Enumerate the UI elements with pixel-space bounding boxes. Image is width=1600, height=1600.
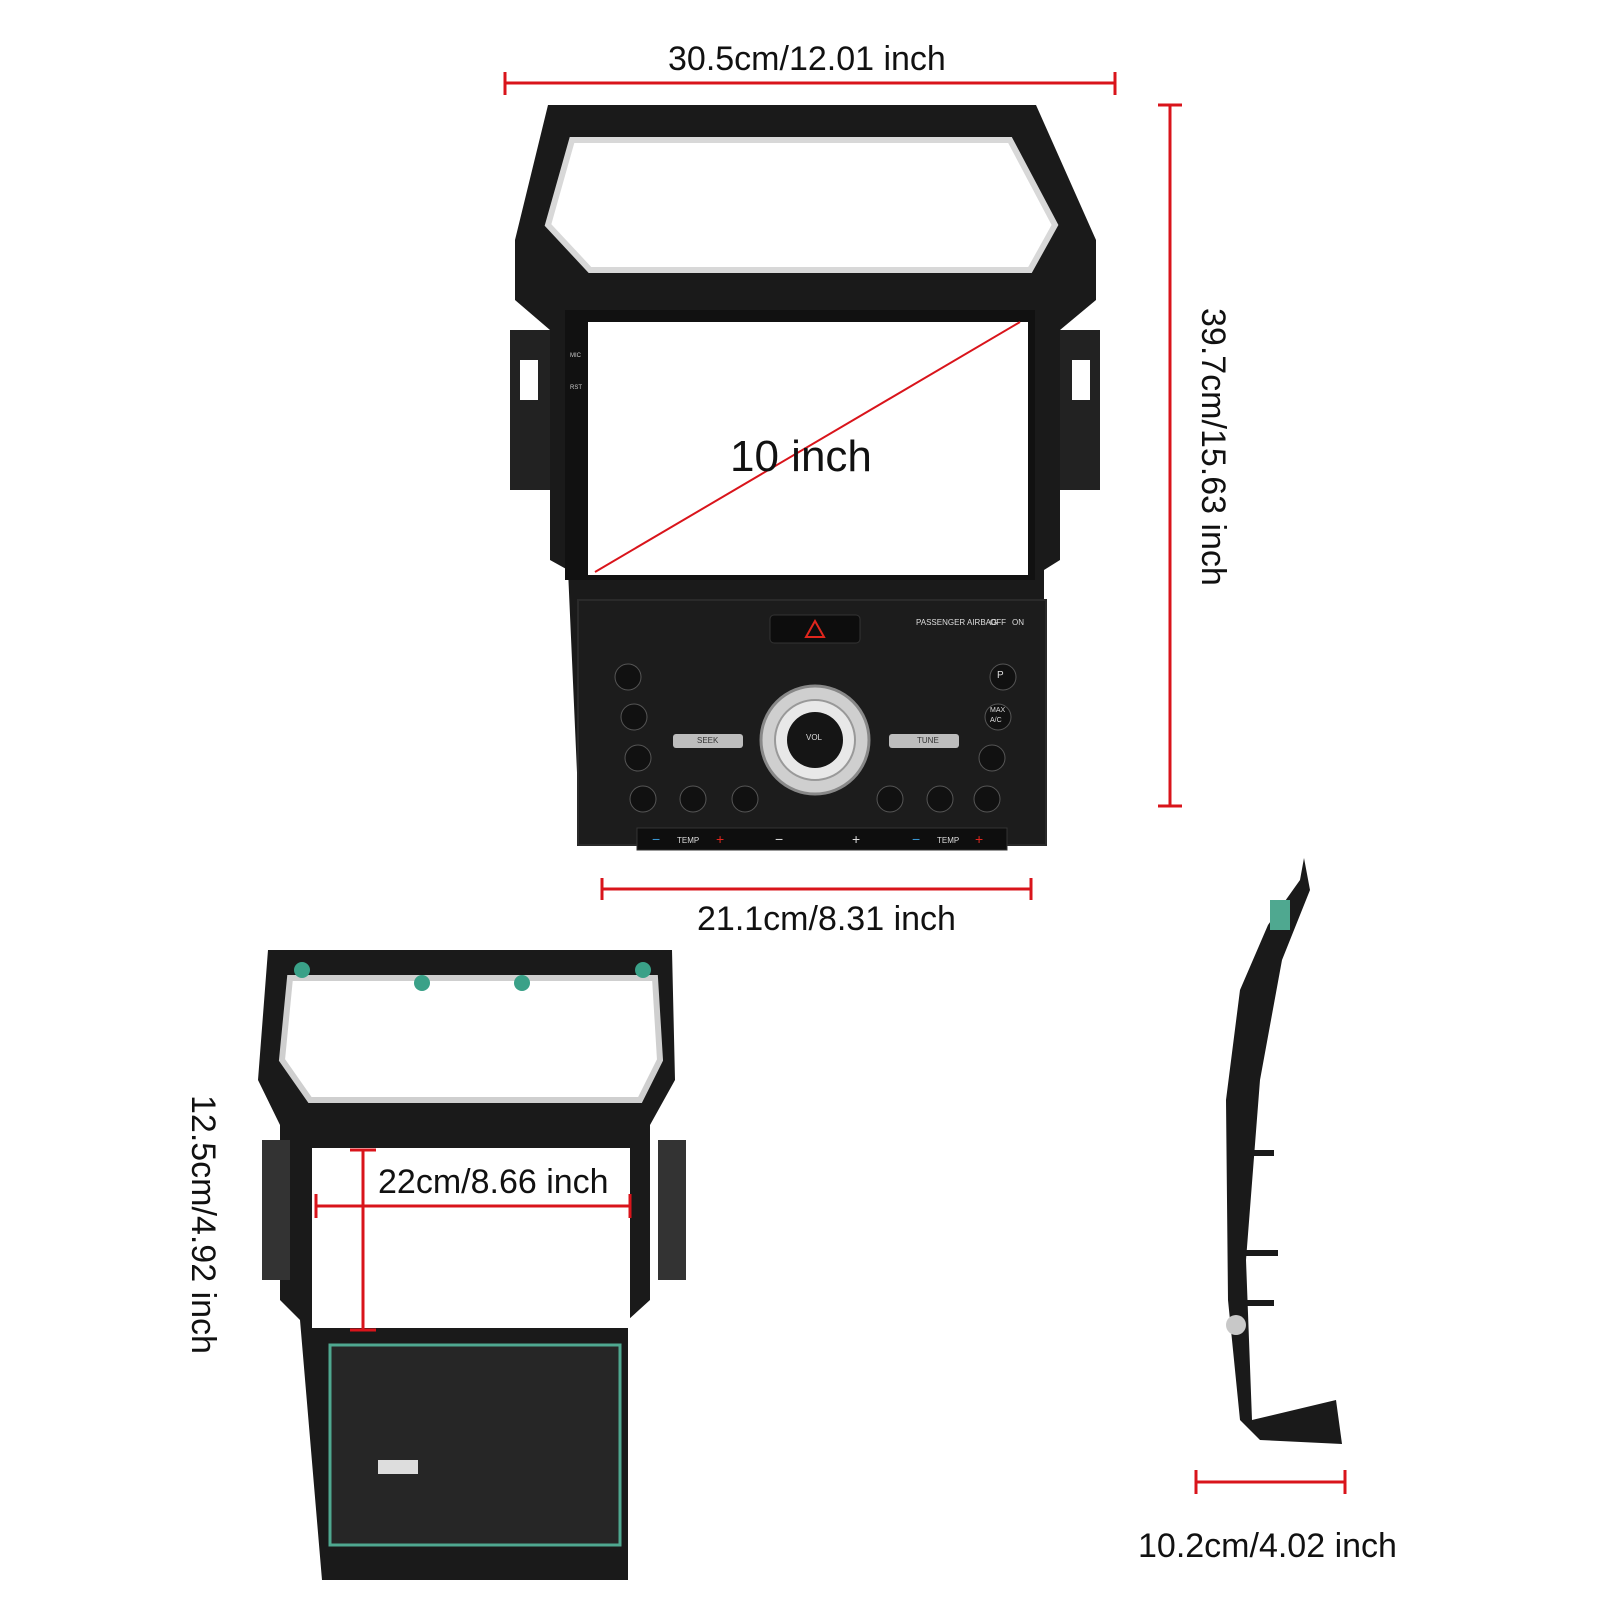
mic-label: MIC	[570, 353, 581, 359]
side-view	[1226, 858, 1342, 1444]
temp-left-label: TEMP	[677, 836, 700, 845]
seat-heat-button[interactable]	[629, 785, 657, 813]
airbag-off-label: OFF	[990, 618, 1006, 627]
p-label: P	[997, 670, 1004, 681]
back-height-label: 12.5cm/4.92 inch	[184, 1095, 222, 1354]
tune-label: TUNE	[917, 736, 939, 745]
temp-left-plus[interactable]: +	[716, 831, 724, 847]
camera-button[interactable]	[614, 663, 642, 691]
back-button[interactable]	[731, 785, 759, 813]
screen-diag-label: 10 inch	[730, 432, 872, 481]
height-label: 39.7cm/15.63 inch	[1194, 308, 1232, 586]
ac-label: A/C	[990, 717, 1002, 724]
depth-label: 10.2cm/4.02 inch	[1138, 1527, 1397, 1565]
seek-label: SEEK	[697, 736, 719, 745]
top-width-dim-line	[503, 72, 1117, 95]
park-button[interactable]	[989, 663, 1017, 691]
tune-bar[interactable]	[889, 734, 959, 748]
temp-left-minus[interactable]: −	[652, 831, 660, 847]
fan-plus[interactable]: +	[852, 831, 860, 847]
temp-right-label: TEMP	[937, 836, 960, 845]
back-view-frame	[258, 950, 686, 1580]
media-button[interactable]	[679, 785, 707, 813]
height-dim-line	[1158, 103, 1182, 808]
hazard-button[interactable]	[769, 614, 861, 644]
airbag-on-label: ON	[1012, 618, 1024, 627]
right-bracket	[1060, 330, 1100, 490]
front-view-frame: − + − + − +	[510, 105, 1100, 851]
seek-bar[interactable]	[673, 734, 743, 748]
vol-label: VOL	[806, 733, 823, 742]
nav-button[interactable]	[973, 785, 1001, 813]
connector	[378, 1460, 418, 1474]
back-width-label: 22cm/8.66 inch	[378, 1163, 609, 1201]
hazard-icon	[804, 618, 826, 638]
upper-window	[544, 137, 1059, 273]
max-label: MAX	[990, 707, 1006, 714]
back-height-dim-line	[350, 1148, 376, 1332]
depth-dim-line	[1194, 1470, 1347, 1494]
home-button[interactable]	[876, 785, 904, 813]
defrost-button[interactable]	[624, 744, 652, 772]
phone-button[interactable]	[926, 785, 954, 813]
back-width-dim-line	[314, 1194, 632, 1218]
left-bracket	[510, 330, 550, 490]
fan-minus[interactable]: −	[775, 831, 783, 847]
airbag-label: PASSENGER AIRBAG	[916, 618, 998, 627]
max-ac-button[interactable]	[984, 703, 1012, 731]
bottom-width-dim-line	[600, 878, 1033, 900]
bottom-width-label: 21.1cm/8.31 inch	[697, 900, 956, 938]
temp-right-plus[interactable]: +	[975, 831, 983, 847]
recirc-button[interactable]	[978, 744, 1006, 772]
temp-right-minus[interactable]: −	[912, 831, 920, 847]
power-button[interactable]	[620, 703, 648, 731]
back-module	[328, 1343, 622, 1547]
back-upper-window	[278, 975, 664, 1103]
temp-strip	[636, 827, 1008, 851]
screen-diagonal-line	[594, 321, 1021, 573]
top-width-label: 30.5cm/12.01 inch	[668, 40, 946, 78]
back-screen-opening	[312, 1148, 630, 1328]
rst-label: RST	[570, 385, 582, 391]
